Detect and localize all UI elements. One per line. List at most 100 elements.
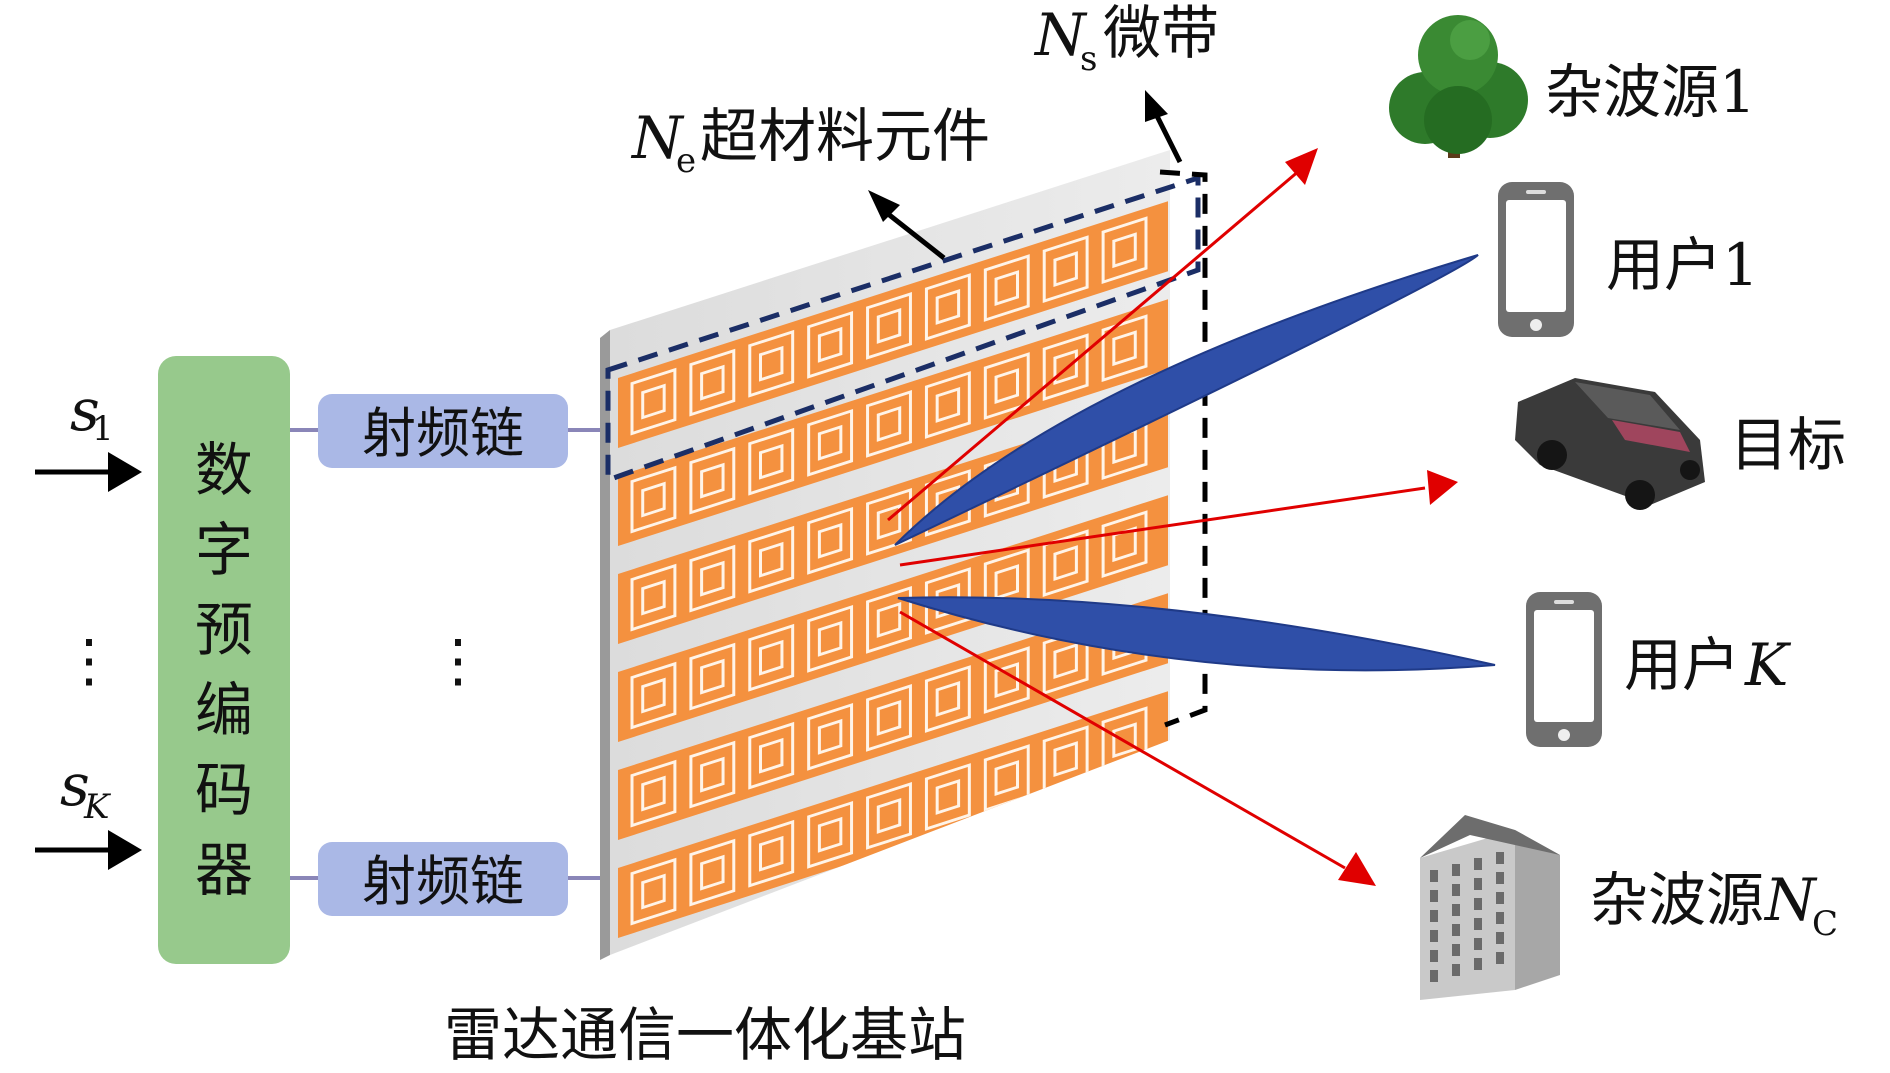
- car-wheel-rear: [1625, 480, 1655, 510]
- phone-icon: [1526, 592, 1602, 747]
- microstrip-pointer-head: [1145, 90, 1168, 122]
- ray-clutter1: [887, 168, 1301, 522]
- input-sK-subscript: K: [83, 787, 112, 827]
- rf-chain-1-box: [318, 394, 568, 468]
- rf-chain-2: 射频链: [318, 842, 568, 916]
- building-window: [1430, 890, 1438, 902]
- metamaterial-element: [807, 702, 854, 771]
- metamaterial-element: [689, 348, 736, 417]
- ray-clutterNc: [899, 610, 1346, 870]
- building-window: [1430, 950, 1438, 962]
- building-window: [1430, 910, 1438, 922]
- microstrip-label: N s 微带: [1033, 0, 1219, 79]
- metamaterial-element: [689, 544, 736, 613]
- target-label: 目标: [1730, 411, 1846, 479]
- metamaterial-element: [748, 623, 795, 692]
- metamaterial-element: [689, 740, 736, 809]
- input-s1: s 1: [35, 376, 142, 492]
- clutterNc-label-var: N: [1763, 866, 1818, 934]
- precoder-char-3: 预: [195, 596, 253, 664]
- car-icon: [1515, 378, 1705, 510]
- microstrip: [618, 495, 1168, 742]
- metamaterial-element: [924, 763, 971, 831]
- rf-chain-1: 射频链: [318, 394, 568, 468]
- tree-icon: [1389, 15, 1528, 158]
- metamaterial-element: [807, 408, 854, 477]
- building-window: [1452, 884, 1460, 896]
- beam-user1: [894, 254, 1479, 546]
- microstrip-highlight: [605, 174, 1201, 484]
- building-window: [1430, 870, 1438, 882]
- element-label-var: N: [630, 104, 685, 172]
- element-label-text: 超材料元件: [700, 102, 990, 170]
- metamaterial-element: [630, 465, 677, 534]
- metamaterial-element: [630, 759, 677, 828]
- tree-crown-4: [1424, 86, 1492, 154]
- microstrip: [618, 201, 1168, 448]
- microstrip: [618, 691, 1168, 938]
- car-wheel-side: [1680, 460, 1700, 480]
- building-roof: [1420, 815, 1560, 858]
- metamaterial-element: [807, 604, 854, 673]
- rf-chain-2-label: 射频链: [362, 850, 524, 913]
- microstrip-label-text: 微带: [1103, 0, 1219, 67]
- building-window: [1430, 930, 1438, 942]
- car-windshield: [1612, 420, 1690, 452]
- metamaterial-element: [924, 665, 971, 733]
- ray-target: [899, 486, 1426, 567]
- building-window: [1452, 864, 1460, 876]
- building-window: [1474, 858, 1482, 870]
- building-window: [1496, 912, 1504, 924]
- element-label-subscript: e: [676, 141, 696, 181]
- metamaterial-element: [748, 819, 795, 888]
- metamaterial-element: [1042, 529, 1089, 597]
- building-window: [1474, 898, 1482, 910]
- building-window: [1474, 938, 1482, 950]
- metamaterial-element: [630, 367, 677, 436]
- phoneK-speaker: [1554, 600, 1574, 604]
- rays: [887, 148, 1458, 886]
- phone1-speaker: [1526, 190, 1546, 194]
- metamaterial-element: [983, 254, 1030, 322]
- microstrip-array: [618, 201, 1168, 938]
- userK-label: 用户 K: [1624, 631, 1792, 699]
- building-window: [1496, 852, 1504, 864]
- metamaterial-element: [866, 390, 912, 458]
- element-pointer-head: [868, 190, 900, 222]
- input-sK-arrow-head: [108, 830, 142, 870]
- clutterNc-label-prefix: 杂波源: [1590, 866, 1764, 934]
- user1-label: 用户1: [1606, 231, 1759, 299]
- building-window: [1496, 952, 1504, 964]
- clutterNc-label-subscript: C: [1812, 904, 1838, 944]
- precoder-char-4: 编: [195, 676, 253, 744]
- beams: [894, 254, 1496, 672]
- phoneK-home-button: [1558, 729, 1570, 741]
- metamaterial-element: [630, 857, 677, 926]
- tree-crown-5: [1450, 20, 1490, 60]
- building-window: [1496, 932, 1504, 944]
- metamaterial-element: [748, 525, 795, 594]
- panel-edge: [600, 330, 610, 960]
- metamaterial-element: [689, 642, 736, 711]
- input-s1-label: s: [70, 376, 100, 444]
- precoder-char-1: 数: [195, 436, 253, 504]
- clutterNc-label: 杂波源 N C: [1590, 866, 1838, 944]
- metamaterial-element: [1042, 235, 1089, 303]
- building-window: [1452, 904, 1460, 916]
- element-label: N e 超材料元件: [630, 102, 990, 181]
- building-front: [1420, 830, 1515, 1000]
- ray-target-head: [1427, 470, 1458, 505]
- metamaterial-element: [983, 352, 1030, 420]
- clutter1-label: 杂波源1: [1545, 58, 1756, 126]
- building-window: [1496, 872, 1504, 884]
- metamaterial-element: [924, 273, 971, 341]
- building-icon: [1420, 815, 1560, 1000]
- metamaterial-element: [866, 488, 912, 556]
- input-ellipsis: ⋮: [60, 626, 118, 694]
- rf-chain-ellipsis: ⋮: [429, 626, 487, 694]
- metamaterial-element: [866, 586, 912, 654]
- building-window: [1496, 892, 1504, 904]
- metamaterial-element: [748, 329, 795, 398]
- metamaterial-element: [630, 563, 677, 632]
- building-window: [1474, 958, 1482, 970]
